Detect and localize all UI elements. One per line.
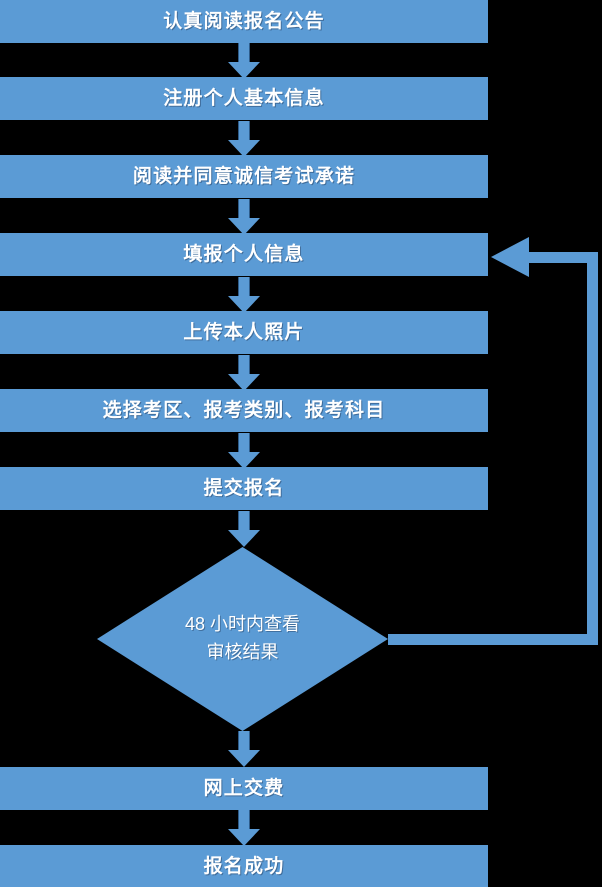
arrow-head <box>228 750 260 767</box>
flow-node-step-1[interactable]: 认真阅读报名公告 <box>0 0 488 43</box>
connector-arrow-down-icon-c5 <box>228 355 260 391</box>
arrow-head <box>228 218 260 235</box>
arrow-head <box>228 374 260 391</box>
flow-node-label: 报名成功 <box>203 855 285 877</box>
flow-node-label: 选择考区、报考类别、报考科目 <box>102 399 386 421</box>
feedback-loop-top-segment <box>528 252 592 263</box>
flow-node-step-2[interactable]: 注册个人基本信息 <box>0 77 488 120</box>
feedback-loop-vertical-segment <box>587 252 598 645</box>
arrow-shaft <box>238 511 250 531</box>
flow-node-label: 填报个人信息 <box>183 243 305 265</box>
connector-arrow-down-icon-c8 <box>228 731 260 767</box>
feedback-arrow-left-icon <box>491 237 529 277</box>
flow-node-label: 认真阅读报名公告 <box>163 10 325 32</box>
flow-node-step-6[interactable]: 选择考区、报考类别、报考科目 <box>0 389 488 432</box>
connector-arrow-down-icon-c2 <box>228 121 260 157</box>
connector-arrow-down-icon-c6 <box>228 433 260 469</box>
arrow-shaft <box>238 355 250 375</box>
arrow-shaft <box>238 121 250 141</box>
flow-node-step-7[interactable]: 提交报名 <box>0 467 488 510</box>
flow-node-label: 注册个人基本信息 <box>163 87 325 109</box>
feedback-loop-bottom-segment <box>388 634 592 645</box>
connector-arrow-down-icon-c1 <box>228 43 260 79</box>
arrow-shaft <box>238 433 250 453</box>
arrow-head <box>228 62 260 79</box>
flow-node-step-5[interactable]: 上传本人照片 <box>0 311 488 354</box>
arrow-shaft <box>238 199 250 219</box>
arrow-shaft <box>238 277 250 297</box>
arrow-head <box>228 140 260 157</box>
flow-node-step-10[interactable]: 报名成功 <box>0 845 488 887</box>
flow-node-label: 上传本人照片 <box>183 321 305 343</box>
flow-node-label: 网上交费 <box>203 777 285 799</box>
flow-node-step-8-decision[interactable]: 48 小时内查看 审核结果 <box>97 547 388 731</box>
connector-arrow-down-icon-c3 <box>228 199 260 235</box>
arrow-shaft <box>238 731 250 751</box>
arrow-shaft <box>238 43 250 63</box>
diamond-shape <box>97 547 388 731</box>
connector-arrow-down-icon-c7 <box>228 511 260 547</box>
flow-node-step-4[interactable]: 填报个人信息 <box>0 233 488 276</box>
connector-arrow-down-icon-c4 <box>228 277 260 313</box>
arrow-head <box>228 452 260 469</box>
flow-node-step-9[interactable]: 网上交费 <box>0 767 488 810</box>
arrow-head <box>228 296 260 313</box>
arrow-shaft <box>238 810 250 830</box>
flow-node-label: 提交报名 <box>203 477 285 499</box>
connector-arrow-down-icon-c9 <box>228 810 260 846</box>
arrow-head <box>228 530 260 547</box>
arrow-head <box>228 829 260 846</box>
flow-node-step-3[interactable]: 阅读并同意诚信考试承诺 <box>0 155 488 198</box>
flow-node-label: 阅读并同意诚信考试承诺 <box>132 165 356 187</box>
